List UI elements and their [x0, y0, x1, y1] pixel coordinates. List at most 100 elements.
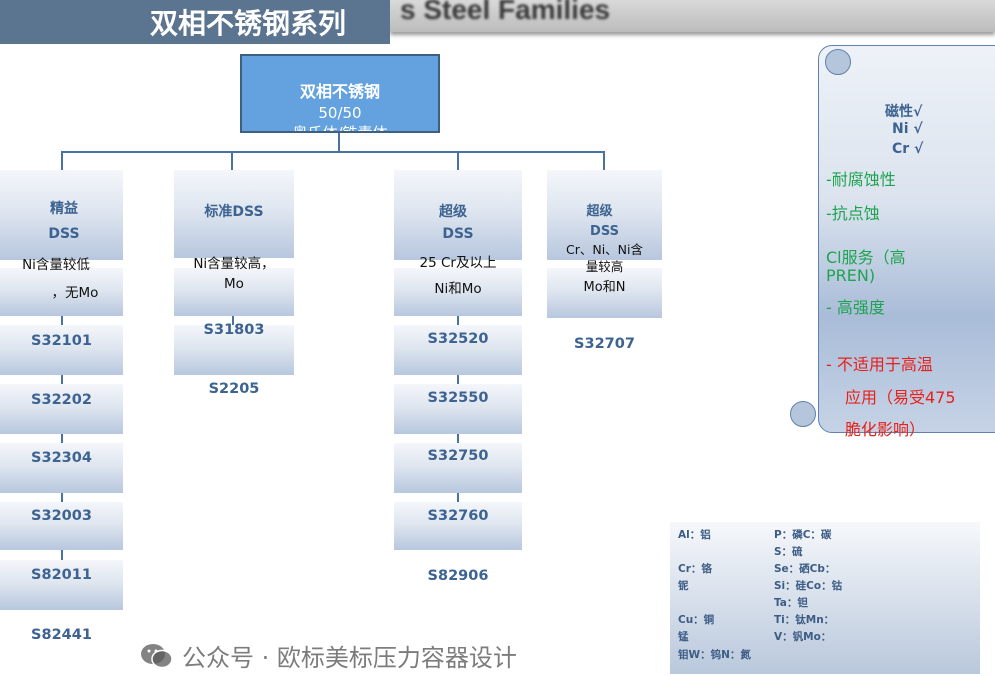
- page-title: 双相不锈钢系列: [150, 7, 347, 40]
- grade-label: S32101: [31, 333, 92, 349]
- connector: [457, 375, 459, 385]
- cl-service: Cl服务（高: [826, 248, 906, 267]
- grade-box: [174, 325, 294, 375]
- category-label: DSS: [590, 224, 619, 239]
- legend-item: 铌: [678, 580, 689, 592]
- grade-label: S32707: [574, 336, 635, 352]
- category-label: 标准DSS: [204, 204, 264, 220]
- category-desc: Ni含量较高，: [193, 256, 275, 272]
- category-box-hyper: [547, 170, 662, 260]
- category-desc: Ni和Mo: [434, 281, 482, 297]
- watermark: 公众号 · 欧标美标压力容器设计: [140, 638, 517, 673]
- legend-item: P：磷C：碳: [774, 529, 832, 541]
- category-desc: 量较高: [585, 259, 624, 274]
- corrosion-resistance: -耐腐蚀性: [826, 170, 896, 189]
- magnetic-label: 磁性√: [885, 104, 923, 120]
- legend-item: Ti：钛Mn：: [774, 614, 835, 626]
- connector: [232, 316, 234, 326]
- cl-service-pren: PREN): [826, 266, 876, 285]
- connector: [61, 550, 63, 560]
- category-desc: Mo: [224, 276, 244, 292]
- connector: [61, 493, 63, 503]
- background-title: s Steel Families: [400, 0, 611, 25]
- grade-box: [394, 502, 522, 550]
- category-box-standard: [174, 170, 294, 258]
- legend-item: Cr：铬: [678, 563, 712, 575]
- grade-box: [0, 502, 123, 550]
- category-desc: Mo和N: [583, 280, 626, 295]
- connector: [61, 151, 63, 171]
- grade-label: S32550: [427, 390, 489, 406]
- scroll-curl-icon: [790, 401, 816, 427]
- title-bar: [0, 0, 390, 44]
- grade-label: S32760: [427, 508, 489, 524]
- grade-label: S2205: [208, 381, 260, 397]
- category-box-lean: [0, 170, 123, 260]
- legend-item: Se：硒Cb：: [774, 563, 836, 575]
- high-temp-warning: 脆化影响）: [845, 420, 926, 439]
- category-label: DSS: [442, 226, 474, 242]
- legend-item: Cu：铜: [678, 614, 715, 626]
- legend-item: V：钒Mo：: [774, 631, 832, 643]
- connector: [338, 133, 340, 153]
- cr-label: Cr √: [892, 141, 924, 157]
- grade-box: [0, 560, 123, 610]
- grade-box: [0, 443, 123, 493]
- desc-box: [174, 268, 294, 316]
- high-temp-warning: - 不适用于高温: [826, 355, 933, 374]
- connector: [457, 434, 459, 444]
- legend-item: 钼W：钨N：氮: [678, 649, 751, 661]
- properties-scroll: 磁性√ Ni √ Cr √ -耐腐蚀性 -抗点蚀 Cl服务（高 PREN) - …: [790, 45, 995, 439]
- wechat-icon: [140, 642, 174, 670]
- legend-item: 锰: [678, 631, 689, 643]
- category-box-super: [394, 170, 522, 260]
- root-phases: 奥氏体/铁素体: [292, 124, 388, 133]
- category-label: DSS: [48, 226, 80, 242]
- category-desc: Cr、Ni、Ni含: [565, 242, 643, 257]
- legend-item: S：硫: [774, 546, 803, 558]
- connector: [61, 151, 605, 153]
- grade-label: S32520: [427, 331, 489, 347]
- connector: [61, 375, 63, 385]
- grade-label: S82906: [427, 568, 489, 584]
- grade-label: S32202: [31, 392, 92, 408]
- connector: [457, 151, 459, 171]
- grade-box: [394, 325, 522, 375]
- connector: [61, 316, 63, 326]
- scroll-curl-icon: [825, 49, 851, 75]
- grade-box: [0, 325, 123, 375]
- grade-box: [394, 384, 522, 434]
- connector: [603, 151, 605, 171]
- root-node: 双相不锈钢 50/50 奥氏体/铁素体: [240, 54, 440, 133]
- grade-label: S31803: [203, 322, 265, 338]
- pitting-resistance: -抗点蚀: [826, 204, 880, 223]
- desc-box: [547, 268, 662, 318]
- category-label: 精益: [50, 201, 78, 217]
- scroll-body: [818, 45, 995, 433]
- category-desc: 25 Cr及以上: [419, 255, 497, 271]
- legend-item: Si：硅Co：钴: [774, 580, 843, 592]
- grade-box: [394, 443, 522, 493]
- connector: [457, 493, 459, 503]
- grade-label: S32304: [31, 450, 92, 466]
- high-temp-warning: 应用（易受475: [845, 388, 956, 407]
- category-desc: Ni含量较低: [22, 257, 90, 273]
- legend-item: Al：铝: [678, 529, 711, 541]
- connector: [61, 434, 63, 444]
- connector: [231, 151, 233, 171]
- grade-label: S32003: [31, 508, 92, 524]
- connector: [457, 316, 459, 326]
- grade-label: S82011: [31, 567, 92, 583]
- root-ratio: 50/50: [318, 104, 362, 122]
- category-label: 超级: [439, 204, 467, 220]
- high-strength: - 高强度: [826, 298, 885, 317]
- category-label: 超级: [586, 204, 613, 219]
- legend-item: Ta：钽: [774, 597, 808, 609]
- desc-box: [394, 268, 522, 316]
- grade-label: S82441: [31, 627, 92, 643]
- grade-label: S32750: [427, 448, 489, 464]
- desc-box: [0, 268, 123, 316]
- category-desc: ，无Mo: [51, 285, 99, 301]
- background-title-bar: [390, 0, 995, 32]
- watermark-text: 公众号 · 欧标美标压力容器设计: [182, 644, 517, 672]
